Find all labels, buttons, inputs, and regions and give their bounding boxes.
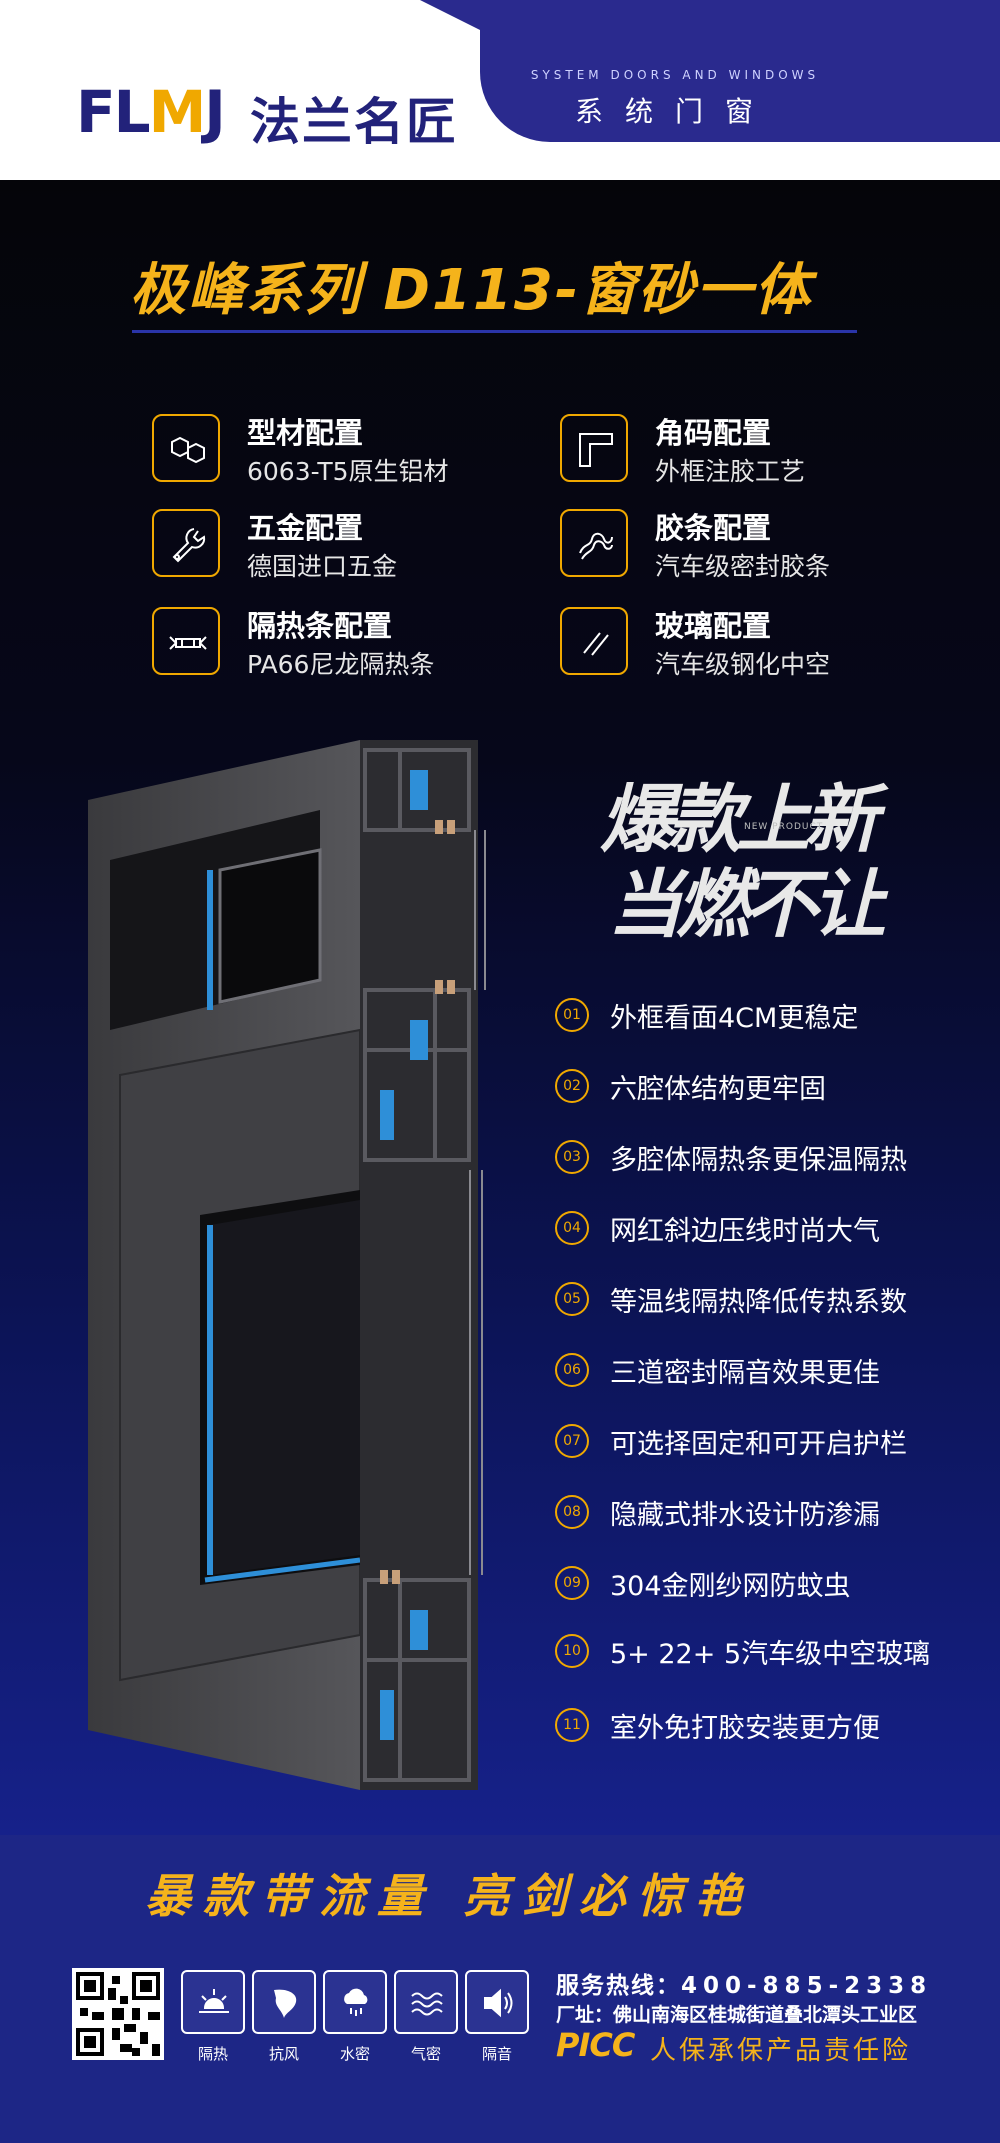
feature-subtitle: 6063-T5原生铝材 [247,457,449,486]
point-text: 外框看面4CM更稳定 [610,1003,859,1034]
wind-resistance-icon [274,1989,297,2018]
performance-badge [181,1970,245,2034]
performance-badge [323,1970,387,2034]
point-number: 10 [555,1634,589,1668]
feature-item: 五金配置 德国进口五金 [152,505,532,585]
air-waves-icon [411,1992,443,2016]
feature-subtitle: 外框注胶工艺 [655,457,806,486]
header-tagline-cn: 系统门窗 [574,95,775,128]
speaker-icon [484,1988,513,2018]
header-tab [480,0,1000,142]
point-number: 03 [555,1140,589,1174]
point-text: 多腔体隔热条更保温隔热 [610,1145,907,1176]
brand-name: 法兰名匠 [250,93,458,151]
feature-title: 隔热条配置 [247,609,393,643]
slogan-line-1: 爆款上新 [600,777,878,863]
title-divider [132,330,857,333]
corner-bracket-icon [560,414,628,482]
feature-item: 隔热条配置 PA66尼龙隔热条 [152,603,532,683]
point-text: 三道密封隔音效果更佳 [610,1358,880,1389]
brand-logo: FLMJ [76,78,226,146]
performance-label: 隔音 [481,2045,512,2063]
point-text: 304金刚纱网防蚊虫 [610,1571,851,1602]
footer-slogan: 暴款带流量 亮剑必惊艳 [145,1869,754,1923]
hexagon-profile-icon [152,414,220,482]
performance-label: 水密 [339,2045,370,2063]
header-tagline-en: SYSTEM DOORS AND WINDOWS [530,68,820,82]
performance-label: 气密 [410,2045,441,2063]
feature-title: 型材配置 [247,416,364,450]
seal-strip-icon [560,509,628,577]
insurance-text: 人保承保产品责任险 [650,2036,912,2066]
feature-item: 角码配置 外框注胶工艺 [560,410,940,490]
feature-title: 五金配置 [247,511,364,545]
point-number: 01 [555,998,589,1032]
point-number: 09 [555,1566,589,1600]
wrench-icon [152,509,220,577]
point-text: 六腔体结构更牢固 [610,1074,826,1105]
point-text: 隐藏式排水设计防渗漏 [610,1500,880,1531]
performance-badge [252,1970,316,2034]
point-text: 室外免打胶安装更方便 [610,1713,880,1744]
performance-label: 抗风 [268,2045,299,2063]
point-number: 04 [555,1211,589,1245]
service-hotline: 服务热线：400-885-2338 [556,1966,932,2000]
picc-logo: PICC [556,2026,635,2064]
point-text: 可选择固定和可开启护栏 [610,1429,907,1460]
qr-code-icon [72,1968,164,2060]
hotline-number[interactable]: 400-885-2338 [681,1973,933,1999]
page-title: 极峰系列 D113-窗砂一体 [130,258,813,323]
thermal-break-icon [152,607,220,675]
feature-subtitle: 汽车级密封胶条 [655,552,831,581]
factory-address: 厂址：佛山南海区桂城街道叠北潭头工业区 [556,2004,918,2026]
point-number: 05 [555,1282,589,1316]
feature-item: 型材配置 6063-T5原生铝材 [152,410,532,490]
point-number: 11 [555,1708,589,1742]
window-profile-illustration [88,740,486,1790]
point-text: 网红斜边压线时尚大气 [610,1216,880,1247]
performance-label: 隔热 [197,2045,228,2063]
glass-icon [560,607,628,675]
feature-title: 胶条配置 [655,511,772,545]
performance-badge [394,1970,458,2034]
point-number: 02 [555,1069,589,1103]
point-text: 等温线隔热降低传热系数 [610,1287,907,1318]
feature-title: 角码配置 [655,416,772,450]
slogan-line-2: 当燃不让 [608,862,886,948]
slogan-small-caption: NEW PRODUCT [744,822,824,832]
point-text: 5+ 22+ 5汽车级中空玻璃 [610,1639,931,1670]
feature-subtitle: 汽车级钢化中空 [655,650,831,679]
sun-insulation-icon [199,1989,229,2013]
performance-badge [465,1970,529,2034]
feature-item: 玻璃配置 汽车级钢化中空 [560,603,940,683]
point-number: 08 [555,1495,589,1529]
rain-cloud-icon [344,1988,368,2016]
point-number: 07 [555,1424,589,1458]
feature-title: 玻璃配置 [655,609,772,643]
hotline-label: 服务热线： [556,1973,681,1999]
feature-subtitle: 德国进口五金 [247,552,398,581]
feature-subtitle: PA66尼龙隔热条 [247,650,435,679]
point-number: 06 [555,1353,589,1387]
feature-item: 胶条配置 汽车级密封胶条 [560,505,940,585]
